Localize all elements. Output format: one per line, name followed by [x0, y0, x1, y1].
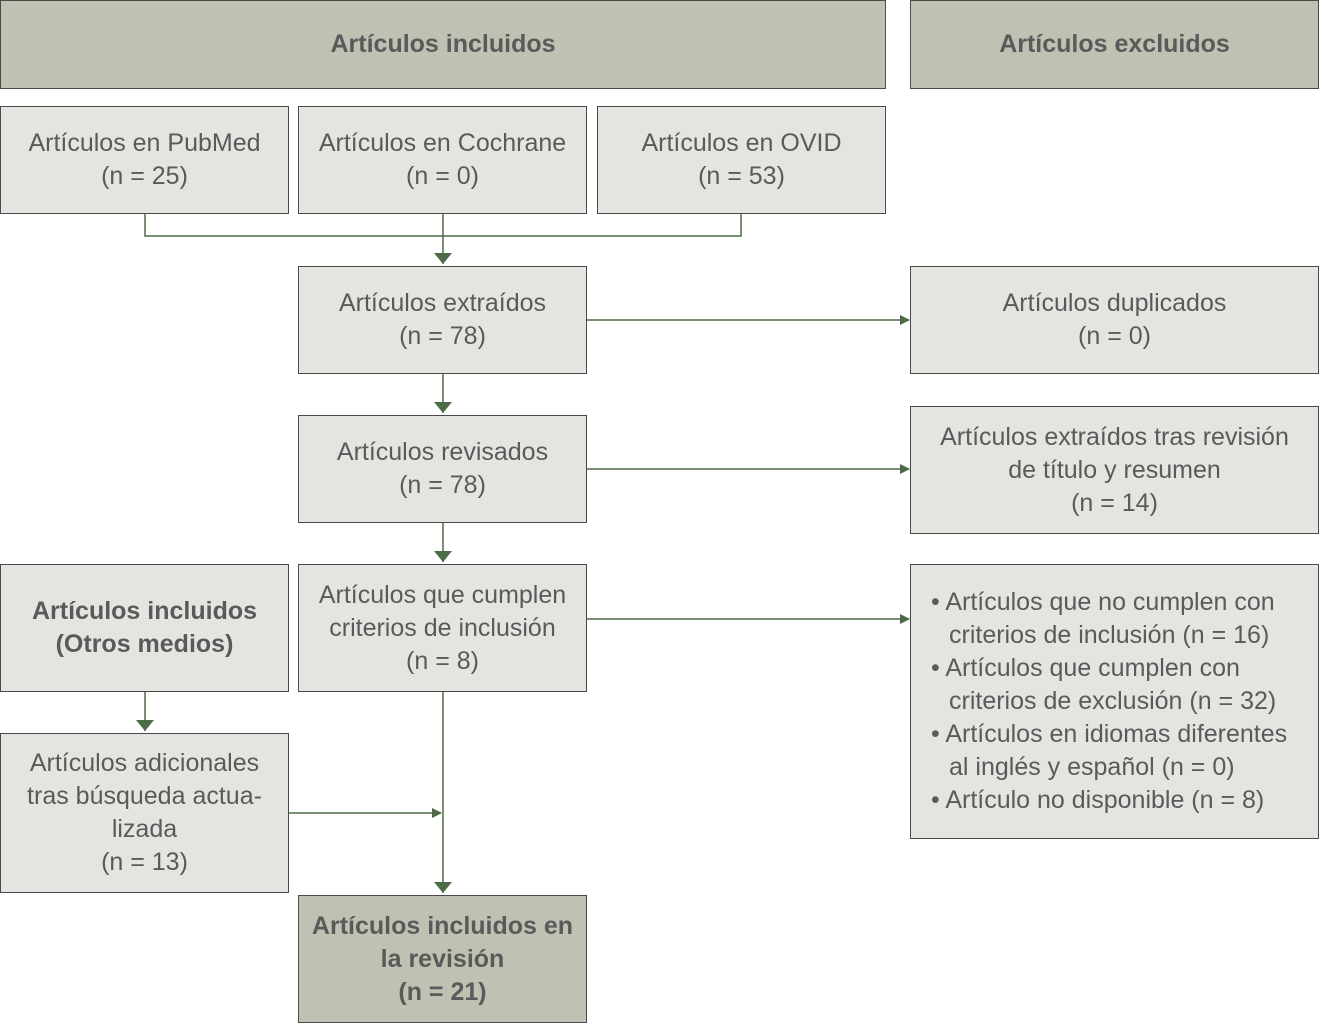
extracted-label: Artículos extraídos: [338, 289, 547, 317]
header-included: Artículos incluidos: [0, 0, 886, 89]
header-excluded: Artículos excluidos: [910, 0, 1319, 89]
box-additional: Artículos adicionales tras búsqueda actu…: [0, 733, 289, 893]
inclusion-count: (n = 8): [406, 646, 479, 675]
box-excluded-title: Artículos extraídos tras revisión de tít…: [910, 406, 1319, 534]
reason-item: • Artículo no disponible (n = 8): [931, 784, 1264, 817]
excluded-title-line1: Artículos extraídos tras revisión: [940, 422, 1289, 451]
header-excluded-label: Artículos excluidos: [999, 30, 1230, 58]
additional-line3: lizada: [111, 815, 178, 843]
other-means-line2: (Otros medios): [55, 630, 234, 658]
reason-line2: al inglés y español (n = 0): [949, 753, 1235, 781]
final-line2: la revisión: [380, 944, 505, 973]
box-reviewed: Artículos revisados (n = 78): [298, 415, 587, 523]
ovid-label: Artículos en OVID: [641, 129, 842, 157]
additional-line2: tras búsqueda actua-: [27, 782, 262, 810]
box-final: Artículos incluidos en la revisión (n = …: [298, 895, 587, 1023]
reason-line1: • Artículos que cumplen con: [931, 654, 1240, 682]
box-other-means: Artículos incluidos (Otros medios): [0, 564, 289, 692]
inclusion-line1: Artículos que cumplen: [318, 580, 567, 609]
additional-line1: Artículos adicionales: [29, 749, 260, 777]
reason-item: • Artículos que cumplen con criterios de…: [931, 652, 1276, 718]
reviewed-label: Artículos revisados: [336, 438, 549, 466]
reason-line2: criterios de inclusión (n = 16): [949, 621, 1270, 649]
ovid-count: (n = 53): [698, 162, 785, 190]
reason-line1: • Artículos que no cumplen con: [931, 588, 1275, 616]
reason-item: • Artículos en idiomas diferentes al ing…: [931, 718, 1287, 784]
reviewed-count: (n = 78): [399, 471, 486, 499]
box-inclusion: Artículos que cumplen criterios de inclu…: [298, 564, 587, 692]
reason-item: • Artículos que no cumplen con criterios…: [931, 586, 1275, 652]
box-exclusion-reasons: • Artículos que no cumplen con criterios…: [910, 564, 1319, 839]
reason-line1: • Artículos en idiomas diferentes: [931, 720, 1288, 748]
header-included-label: Artículos incluidos: [330, 30, 556, 58]
other-means-line1: Artículos incluidos: [31, 597, 258, 625]
box-ovid: Artículos en OVID (n = 53): [597, 106, 886, 214]
inclusion-line2: criterios de inclusión: [329, 613, 556, 642]
duplicates-label: Artículos duplicados: [1002, 289, 1227, 317]
cochrane-label: Artículos en Cochrane: [318, 129, 567, 157]
reason-line1: • Artículo no disponible (n = 8): [931, 786, 1265, 814]
cochrane-count: (n = 0): [406, 162, 479, 190]
additional-count: (n = 13): [101, 848, 188, 876]
box-duplicates: Artículos duplicados (n = 0): [910, 266, 1319, 374]
excluded-title-count: (n = 14): [1071, 488, 1158, 517]
extracted-count: (n = 78): [399, 322, 486, 350]
pubmed-count: (n = 25): [101, 162, 188, 190]
excluded-title-line2: de título y resumen: [1008, 455, 1221, 484]
box-pubmed: Artículos en PubMed (n = 25): [0, 106, 289, 214]
reason-line2: criterios de exclusión (n = 32): [949, 687, 1277, 715]
pubmed-label: Artículos en PubMed: [28, 129, 261, 157]
duplicates-count: (n = 0): [1078, 322, 1151, 350]
final-count: (n = 21): [398, 977, 487, 1006]
final-line1: Artículos incluidos en: [311, 911, 574, 940]
box-extracted: Artículos extraídos (n = 78): [298, 266, 587, 374]
box-cochrane: Artículos en Cochrane (n = 0): [298, 106, 587, 214]
